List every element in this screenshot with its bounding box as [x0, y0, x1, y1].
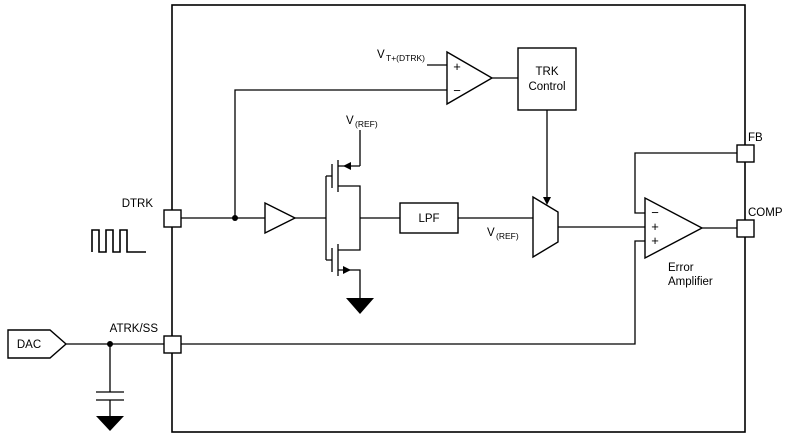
atrk-ss-pin — [163, 335, 182, 354]
atrk-ss-pin-label: ATRK/SS — [110, 323, 159, 335]
wire-fb-to-amp — [634, 152, 737, 214]
mux — [532, 195, 559, 259]
dtrk-pin-label: DTRK — [122, 198, 154, 210]
wire-atrk-to-amp — [181, 240, 645, 345]
comparator-plus-sign: + — [453, 59, 461, 74]
error-amp-caption-line1: Error — [668, 262, 694, 274]
comp-pin — [736, 219, 755, 238]
comp-pin-label: COMP — [748, 207, 783, 219]
ground-icon — [346, 298, 374, 314]
fb-pin — [736, 144, 755, 163]
fet-arrow-icon — [343, 162, 351, 170]
lpf-label: LPF — [418, 213, 439, 225]
buffer-triangle — [264, 201, 297, 235]
capacitor-plates — [96, 344, 124, 416]
dac-block — [7, 329, 68, 359]
vref-top-label: V — [346, 115, 354, 127]
fet-arrow-icon — [343, 266, 351, 274]
amp-minus-sign: − — [651, 205, 659, 220]
wire-gate-connection — [295, 175, 332, 261]
comparator-minus-sign: − — [453, 83, 461, 98]
lpf-block — [399, 202, 459, 234]
vt-threshold-subscript: T+(DTRK) — [386, 53, 425, 63]
vt-threshold-label: V — [377, 49, 385, 61]
amp-plus-sign-top: + — [651, 219, 659, 234]
trk-control-label-line2: Control — [528, 81, 565, 93]
pulse-waveform-icon — [91, 229, 146, 253]
comparator — [446, 50, 494, 106]
trk-control-label-line1: TRK — [536, 66, 559, 78]
wire-dtrk-to-comparator — [234, 89, 447, 218]
fb-pin-label: FB — [748, 132, 763, 144]
ground-icon — [96, 416, 124, 431]
vref-mid-label: V — [487, 227, 495, 239]
error-amp-caption-line2: Amplifier — [668, 276, 713, 288]
trk-control-block — [517, 47, 577, 111]
capacitor-icon — [96, 344, 124, 416]
vref-mid-subscript: (REF) — [496, 231, 519, 241]
mosfet-bottom — [331, 218, 361, 298]
amp-plus-sign-bottom: + — [651, 233, 659, 248]
dac-label: DAC — [17, 339, 41, 351]
error-amplifier — [644, 196, 704, 260]
dtrk-pin — [163, 209, 182, 228]
vref-top-subscript: (REF) — [355, 119, 378, 129]
arrowhead-down-icon — [543, 197, 551, 205]
